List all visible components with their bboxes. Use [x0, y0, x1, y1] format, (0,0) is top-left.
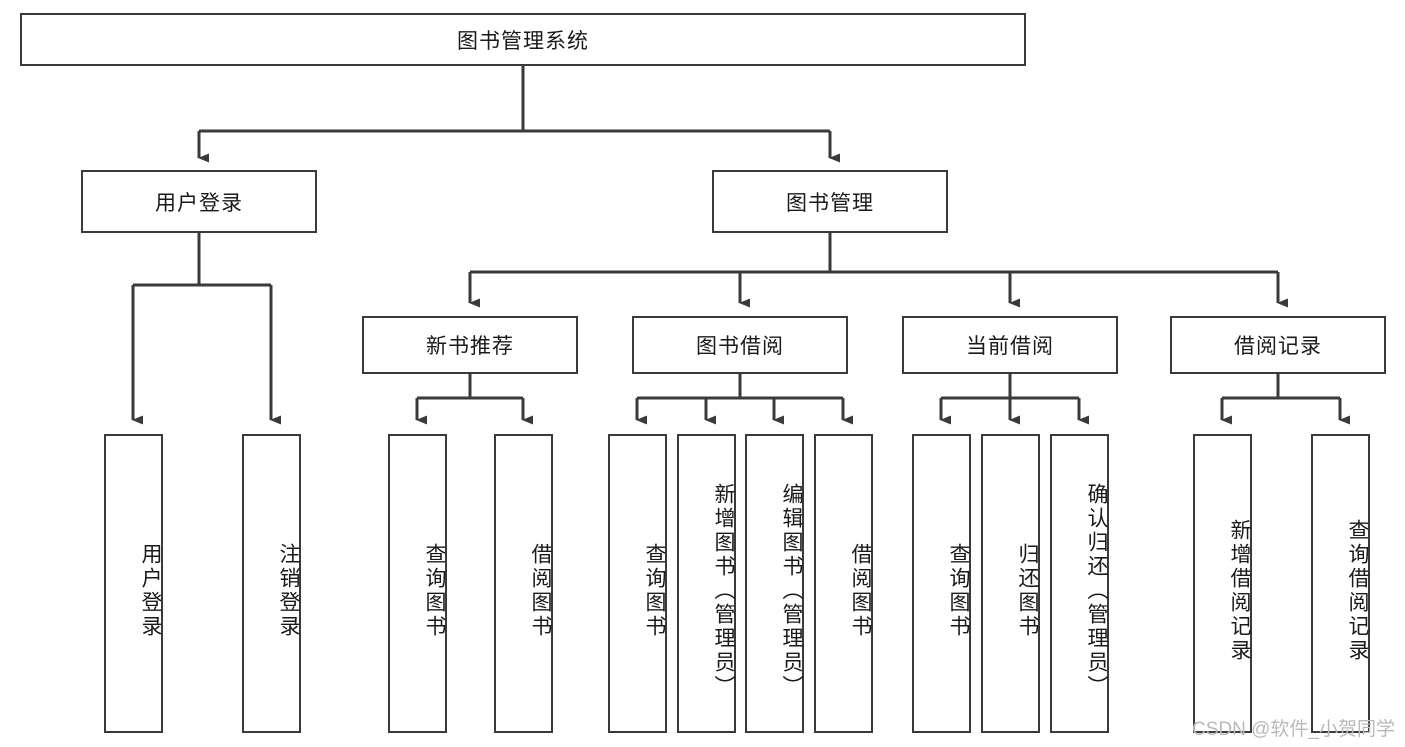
leaf-user-login-logout[interactable]: 注销登录 [242, 434, 301, 733]
leaf-current-borrow-confirm-return[interactable]: 确认归还（管理员） [1050, 434, 1109, 733]
leaf-book-borrow-query[interactable]: 查询图书 [608, 434, 667, 733]
node-label: 图书借阅 [696, 335, 784, 358]
leaf-book-borrow-add[interactable]: 新增图书（管理员） [677, 434, 736, 733]
node-user-login[interactable]: 用户登录 [81, 170, 317, 233]
node-label: 借阅记录 [1234, 335, 1322, 358]
node-label: 查询借阅记录 [1346, 518, 1369, 663]
node-new-book-recommend[interactable]: 新书推荐 [362, 316, 578, 374]
watermark-text: CSDN @软件_小贺同学 [1192, 719, 1395, 740]
leaf-new-book-query[interactable]: 查询图书 [388, 434, 447, 733]
node-label: 图书管理系统 [457, 29, 589, 53]
node-label: 注销登录 [277, 542, 300, 639]
node-label: 新书推荐 [426, 335, 514, 358]
leaf-current-borrow-query[interactable]: 查询图书 [912, 434, 971, 733]
node-label: 图书管理 [786, 191, 874, 215]
leaf-book-borrow-edit[interactable]: 编辑图书（管理员） [745, 434, 804, 733]
leaf-current-borrow-return[interactable]: 归还图书 [981, 434, 1040, 733]
node-label: 用户登录 [155, 191, 243, 215]
node-label: 查询图书 [643, 542, 666, 639]
node-label: 编辑图书（管理员） [780, 482, 803, 699]
leaf-borrow-record-add[interactable]: 新增借阅记录 [1193, 434, 1252, 733]
node-label: 查询图书 [423, 542, 446, 639]
node-label: 确认归还（管理员） [1085, 482, 1108, 699]
node-label: 借阅图书 [849, 542, 872, 639]
node-label: 当前借阅 [966, 335, 1054, 358]
node-current-borrow[interactable]: 当前借阅 [902, 316, 1118, 374]
node-book-management[interactable]: 图书管理 [712, 170, 948, 233]
node-label: 新增借阅记录 [1228, 518, 1251, 663]
node-root-book-management-system[interactable]: 图书管理系统 [20, 13, 1026, 66]
node-book-borrow[interactable]: 图书借阅 [632, 316, 848, 374]
node-label: 归还图书 [1016, 542, 1039, 639]
leaf-user-login-login[interactable]: 用户登录 [104, 434, 163, 733]
node-label: 借阅图书 [529, 542, 552, 639]
leaf-book-borrow-borrow[interactable]: 借阅图书 [814, 434, 873, 733]
node-label: 查询图书 [947, 542, 970, 639]
node-label: 新增图书（管理员） [712, 482, 735, 699]
node-borrow-record[interactable]: 借阅记录 [1170, 316, 1386, 374]
leaf-borrow-record-query[interactable]: 查询借阅记录 [1311, 434, 1370, 733]
node-label: 用户登录 [139, 542, 162, 639]
leaf-new-book-borrow[interactable]: 借阅图书 [494, 434, 553, 733]
